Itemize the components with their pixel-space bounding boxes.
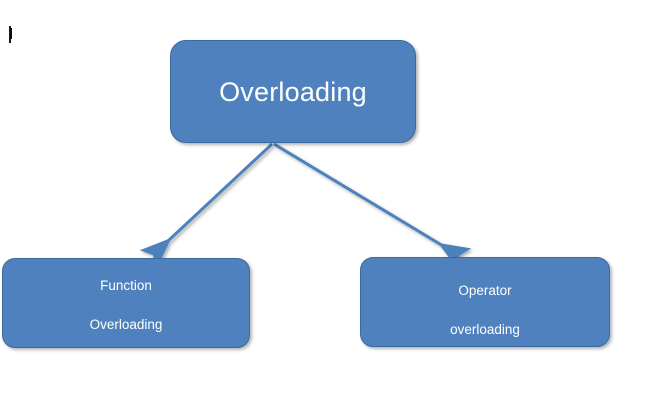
node-operator-overloading[interactable]: Operator overloading [360, 257, 610, 347]
node-overloading[interactable]: Overloading [170, 40, 416, 143]
connector-root-to-function [154, 142, 274, 254]
connector-root-to-operator [273, 142, 458, 255]
node-operator-overloading-label-line2: overloading [450, 322, 520, 337]
node-function-overloading[interactable]: Function Overloading [2, 258, 250, 348]
node-overloading-label: Overloading [219, 76, 367, 107]
node-function-overloading-label-line1: Function [100, 278, 152, 293]
text-cursor-mark: I [9, 26, 14, 43]
node-function-overloading-label-line2: Overloading [89, 317, 163, 332]
node-operator-overloading-label-line1: Operator [458, 283, 512, 298]
